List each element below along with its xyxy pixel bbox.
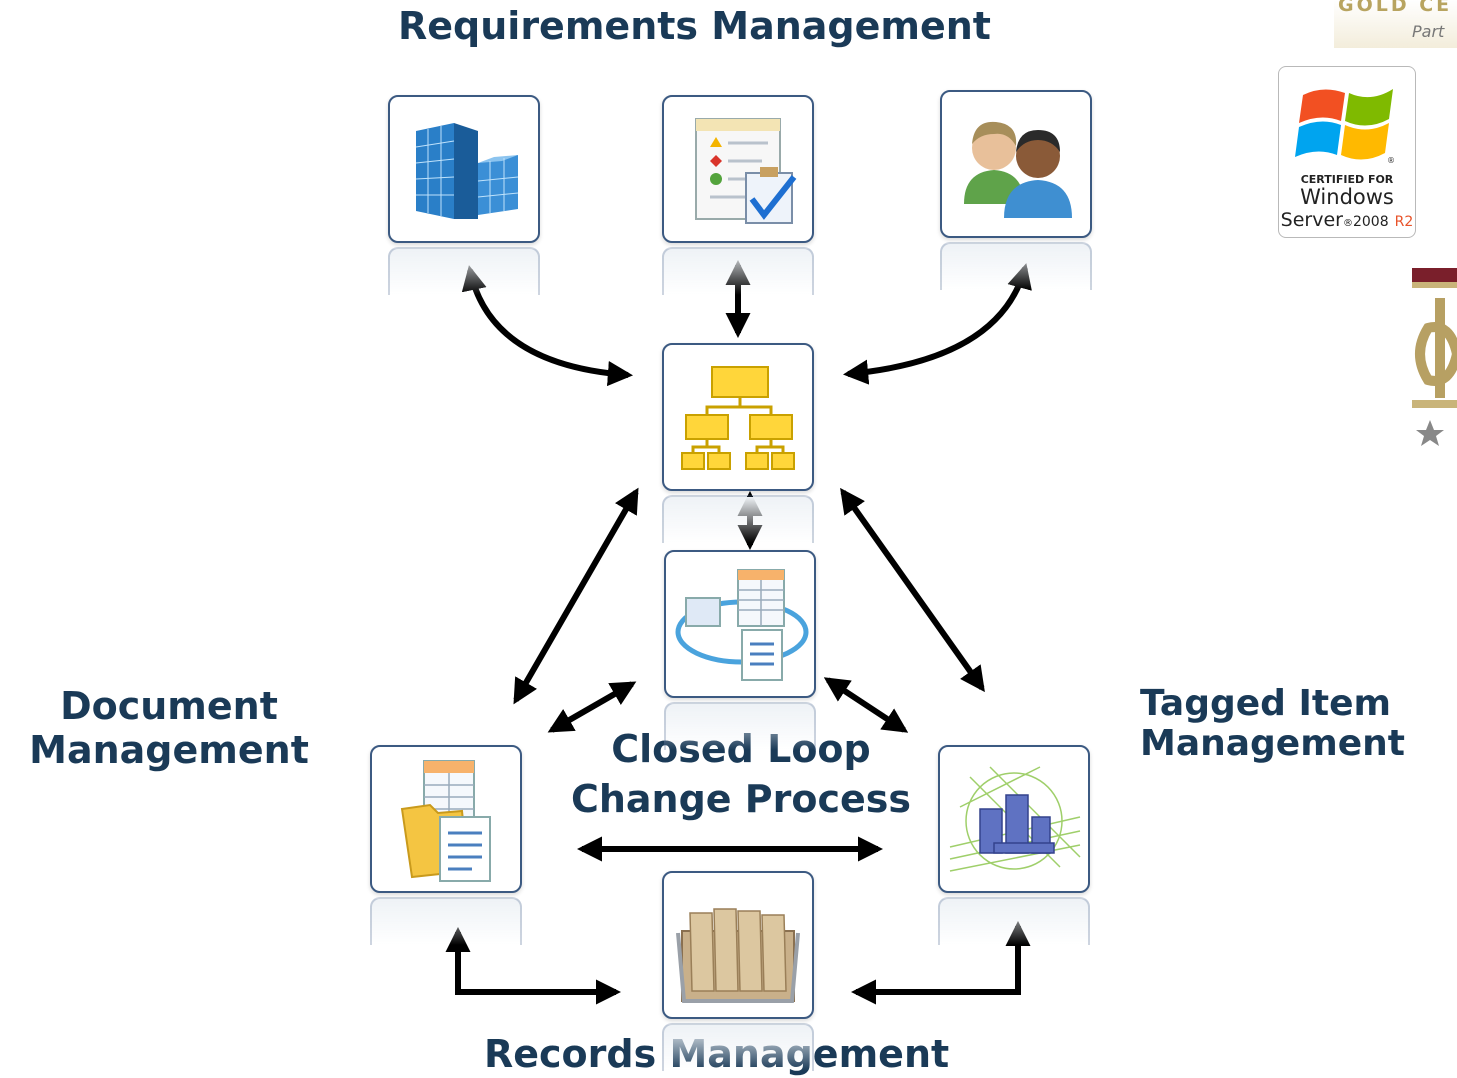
partner-sub-text: Part (1412, 22, 1445, 41)
partner-logo: GOLD CE Part (1334, 0, 1457, 48)
workflow-box (664, 550, 816, 750)
r2-text: R2 (1394, 214, 1414, 230)
year-text: 2008 (1352, 214, 1389, 230)
certified-for-text: CERTIFIED FOR (1300, 173, 1394, 186)
engineering-3d-icon (949, 766, 1081, 872)
checklist-box (662, 95, 814, 295)
seal-logo (1410, 268, 1457, 458)
windows-flag-icon: ® (1295, 89, 1395, 165)
svg-text:®: ® (1387, 156, 1395, 165)
arrow-document-records (445, 926, 622, 1005)
document-folder-icon (400, 760, 491, 882)
document-management-line1: Document (60, 684, 278, 728)
server-text: Server (1280, 209, 1343, 231)
arrow-workflow-tagged (823, 677, 909, 733)
users-icon (964, 121, 1072, 218)
tagged-item-management-title: Tagged Item Management (1140, 684, 1405, 764)
org-chart-icon (681, 366, 795, 470)
document-box (370, 745, 522, 945)
seal-emblem-icon (1412, 268, 1457, 446)
windows-certified-badge: ® CERTIFIED FOR Windows Server®2008 R2 (1278, 66, 1416, 238)
windows-text: Windows (1300, 185, 1394, 209)
document-management-line2: Management (29, 728, 309, 772)
server-version-text: Server®2008 R2 (1279, 209, 1415, 235)
closed-loop-line2: Change Process (570, 777, 912, 821)
building-icon (415, 123, 519, 219)
engineering-box (938, 745, 1090, 945)
building-box (388, 95, 540, 295)
arrow-workflow-document (547, 681, 637, 733)
arrow-orgchart-document (513, 487, 639, 705)
file-cabinet-icon (676, 908, 800, 1003)
arrow-orgchart-tagged (840, 487, 985, 693)
org-chart-box (662, 343, 814, 543)
registered-mark: ® (1342, 218, 1353, 229)
tagged-item-management-line2: Management (1140, 723, 1405, 764)
workflow-cycle-icon (675, 569, 809, 681)
records-box (662, 871, 814, 1071)
document-management-title: Document Management (14, 684, 324, 772)
arrow-tagged-records (850, 920, 1031, 1005)
checklist-icon (695, 118, 797, 224)
tagged-item-management-line1: Tagged Item (1140, 683, 1391, 724)
requirements-management-title: Requirements Management (398, 4, 991, 48)
partner-gold-text: GOLD CE (1338, 0, 1453, 16)
users-box (940, 90, 1092, 290)
